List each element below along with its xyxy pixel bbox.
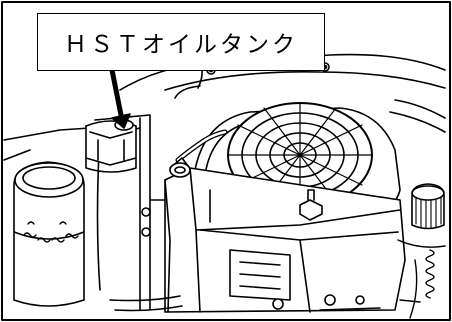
hst-oil-tank	[85, 119, 137, 173]
oil-cap	[299, 189, 323, 221]
callout-label-box: ＨＳＴオイルタンク	[37, 13, 325, 71]
lower-pipes	[109, 294, 381, 312]
cylindrical-filter	[13, 161, 85, 307]
coiled-wire	[397, 239, 446, 319]
upper-body-panel	[119, 53, 446, 133]
callout-label: ＨＳＴオイルタンク	[64, 32, 298, 58]
right-knob	[411, 183, 445, 230]
pointer-arrow	[109, 67, 131, 129]
engine-block	[164, 162, 406, 313]
